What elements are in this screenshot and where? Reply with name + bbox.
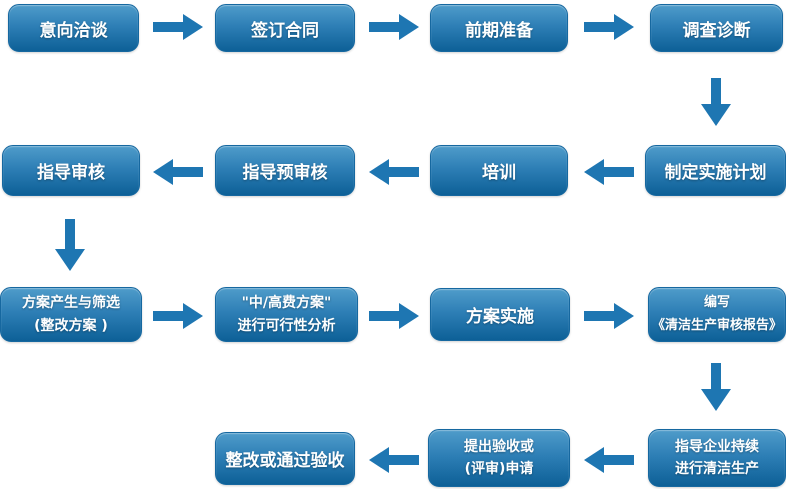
step-label-line1: 编写 — [703, 295, 730, 311]
arrow-left-icon — [369, 159, 419, 185]
step-label: 制定实施计划 — [664, 163, 767, 183]
arrow-head — [701, 104, 731, 126]
step-label: 方案实施 — [466, 307, 534, 327]
step-label: 前期准备 — [465, 20, 533, 41]
step-label-line2: 进行清洁生产 — [675, 461, 759, 477]
step-sign-contract: 签订合同 — [215, 4, 355, 52]
arrow-shaft — [369, 22, 399, 32]
arrow-shaft — [153, 311, 183, 321]
arrow-right-icon — [369, 303, 419, 329]
step-feasibility-analysis: "中/高费方案" 进行可行性分析 — [215, 287, 358, 342]
step-label-line1: 指导企业持续 — [675, 438, 759, 455]
step-make-implementation-plan: 制定实施计划 — [645, 145, 786, 196]
step-label: 指导预审核 — [242, 163, 328, 183]
step-continuous-cleaner-production: 指导企业持续 进行清洁生产 — [648, 429, 786, 487]
arrow-shaft — [65, 219, 75, 249]
arrow-shaft — [369, 311, 399, 321]
step-intent-negotiation: 意向洽谈 — [8, 4, 139, 52]
arrow-shaft — [173, 167, 203, 177]
arrow-head — [369, 159, 389, 185]
step-training: 培训 — [430, 145, 568, 196]
arrow-shaft — [711, 363, 721, 389]
step-preliminary-preparation: 前期准备 — [430, 4, 568, 52]
step-label-line1: "中/高费方案" — [241, 295, 332, 312]
arrow-left-icon — [153, 159, 203, 185]
arrow-head — [399, 14, 419, 40]
arrow-down-icon — [701, 363, 731, 411]
arrow-shaft — [604, 167, 634, 177]
arrow-right-icon — [584, 303, 634, 329]
step-write-audit-report: 编写 《清洁生产审核报告》 — [648, 287, 786, 342]
step-guide-audit: 指导审核 — [2, 145, 140, 196]
arrow-shaft — [389, 167, 419, 177]
arrow-head — [701, 389, 731, 411]
arrow-left-icon — [584, 159, 634, 185]
step-label: 签订合同 — [251, 20, 319, 41]
arrow-head — [584, 447, 604, 473]
arrow-down-icon — [55, 219, 85, 271]
arrow-shaft — [584, 22, 614, 32]
step-label: 指导审核 — [37, 163, 105, 183]
arrow-head — [614, 14, 634, 40]
arrow-left-icon — [369, 447, 419, 473]
arrow-left-icon — [584, 447, 634, 473]
arrow-down-icon — [701, 78, 731, 126]
step-option-implementation: 方案实施 — [430, 288, 570, 341]
arrow-shaft — [389, 455, 419, 465]
step-option-generation-screening: 方案产生与筛选 (整改方案 ) — [0, 287, 142, 342]
arrow-shaft — [711, 78, 721, 104]
step-label-line2: (整改方案 ) — [34, 317, 108, 334]
arrow-head — [399, 303, 419, 329]
step-label: 调查诊断 — [682, 20, 751, 41]
arrow-right-icon — [153, 303, 203, 329]
arrow-shaft — [153, 22, 183, 32]
step-label: 培训 — [482, 163, 516, 183]
arrow-head — [183, 303, 203, 329]
step-label-line2: (评审)申请 — [464, 461, 534, 477]
arrow-shaft — [584, 311, 614, 321]
step-label-line1: 提出验收或 — [464, 438, 534, 455]
arrow-head — [55, 249, 85, 271]
step-rectify-or-pass-acceptance: 整改或通过验收 — [215, 432, 355, 485]
arrow-head — [614, 303, 634, 329]
arrow-head — [584, 159, 604, 185]
arrow-head — [153, 159, 173, 185]
arrow-right-icon — [369, 14, 419, 40]
arrow-right-icon — [153, 14, 203, 40]
arrow-head — [369, 447, 389, 473]
step-label: 整改或通过验收 — [225, 451, 345, 471]
step-apply-acceptance-review: 提出验收或 (评审)申请 — [428, 429, 570, 487]
arrow-right-icon — [584, 14, 634, 40]
step-label-line2: 《清洁生产审核报告》 — [651, 317, 782, 333]
step-label: 意向洽谈 — [39, 20, 108, 41]
step-label-line1: 方案产生与筛选 — [22, 295, 120, 312]
step-guide-pre-audit: 指导预审核 — [215, 145, 355, 196]
arrow-shaft — [604, 455, 634, 465]
arrow-head — [183, 14, 203, 40]
step-label-line2: 进行可行性分析 — [237, 317, 336, 334]
step-investigation-diagnosis: 调查诊断 — [650, 4, 783, 52]
